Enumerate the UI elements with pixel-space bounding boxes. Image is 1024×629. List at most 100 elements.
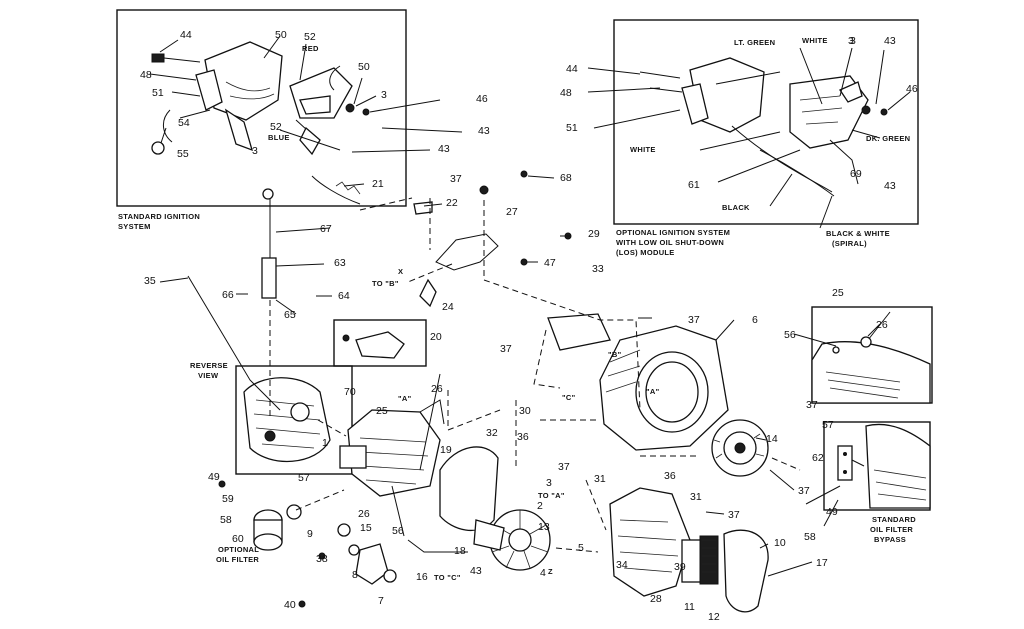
linkage-rods <box>187 170 572 553</box>
connector-to-c: TO "C" <box>434 573 461 582</box>
standard-ignition-frame <box>116 9 407 207</box>
callout-30: 30 <box>519 405 531 417</box>
callout-52: 52 <box>304 31 316 43</box>
callout-60: 60 <box>232 533 244 545</box>
callout-58: 58 <box>804 531 816 543</box>
detail-inset-parts <box>811 311 931 404</box>
callout-57: 57 <box>822 419 834 431</box>
callout-48: 48 <box>140 69 152 81</box>
wire-label-lt-green: LT. GREEN <box>734 38 775 47</box>
callout-31: 31 <box>594 473 606 485</box>
reverse-view-parts <box>243 377 331 463</box>
callout-24: 24 <box>442 301 454 313</box>
callout-25: 25 <box>832 287 844 299</box>
callout-32: 32 <box>486 427 498 439</box>
callout-34: 34 <box>616 559 628 571</box>
standard-ignition-parts <box>151 41 370 205</box>
callout-37: 37 <box>798 485 810 497</box>
callout-25: 25 <box>376 405 388 417</box>
callout-46: 46 <box>906 83 918 95</box>
callout-12: 12 <box>708 611 720 623</box>
callout-27: 27 <box>506 206 518 218</box>
callout-58: 58 <box>220 514 232 526</box>
callout-3: 3 <box>848 35 854 47</box>
callout-21: 21 <box>372 178 384 190</box>
wire-label-red: RED <box>302 44 319 53</box>
cylinder-housing <box>547 313 729 451</box>
callout-67: 67 <box>320 223 332 235</box>
callout-15: 15 <box>360 522 372 534</box>
callout-70: 70 <box>344 386 356 398</box>
callout-44: 44 <box>566 63 578 75</box>
callout-22: 22 <box>446 197 458 209</box>
connector-mark-c: "C" <box>562 393 576 402</box>
callout-11: 11 <box>684 601 695 613</box>
callout-3: 3 <box>252 145 258 157</box>
assembly-lines <box>269 197 801 553</box>
callout-26: 26 <box>876 319 888 331</box>
callout-1: 1 <box>322 437 328 449</box>
leader-lines <box>149 35 911 577</box>
callout-35: 35 <box>144 275 156 287</box>
callout-64: 64 <box>338 290 350 302</box>
caption-reverse-view-2: VIEW <box>198 371 219 380</box>
part-20 <box>342 331 405 359</box>
callout-33: 33 <box>592 263 604 275</box>
flywheel-fan <box>473 509 551 571</box>
callout-56: 56 <box>784 329 796 341</box>
connector-mark-b: "B" <box>608 350 622 359</box>
optional-ignition-frame <box>613 19 919 225</box>
carburetor-parts <box>298 523 397 608</box>
connector-mark-a2: "A" <box>646 387 660 396</box>
callout-50: 50 <box>275 29 287 41</box>
callout-36: 36 <box>517 431 529 443</box>
callout-10: 10 <box>774 537 786 549</box>
callout-40: 40 <box>284 599 296 611</box>
wire-label-black: BLACK <box>722 203 750 212</box>
callout-52: 52 <box>270 121 282 133</box>
callout-39: 39 <box>674 561 686 573</box>
reverse-view-frame <box>235 365 353 475</box>
callout-3: 3 <box>850 35 856 47</box>
blower-housing <box>439 446 499 531</box>
callout-37: 37 <box>450 173 462 185</box>
connector-to-b: TO "B" <box>372 279 399 288</box>
wire-label-white-left: WHITE <box>630 145 656 154</box>
callout-55: 55 <box>177 148 189 160</box>
caption-std-bypass-1: STANDARD <box>872 515 916 524</box>
callout-56: 56 <box>392 525 404 537</box>
callout-66: 66 <box>222 289 234 301</box>
callout-54: 54 <box>178 117 190 129</box>
caption-std-bypass-3: BYPASS <box>874 535 906 544</box>
wire-label-blue: BLUE <box>268 133 290 142</box>
callout-43: 43 <box>470 565 482 577</box>
callout-43: 43 <box>884 180 896 192</box>
callout-37: 37 <box>728 509 740 521</box>
caption-standard-ignition-1: STANDARD IGNITION <box>118 212 200 221</box>
callout-20: 20 <box>430 331 442 343</box>
connector-to-a: TO "A" <box>538 491 565 500</box>
caption-optional-ignition-3: (LOS) MODULE <box>616 248 675 257</box>
callout-7: 7 <box>378 595 384 607</box>
callout-43: 43 <box>478 125 490 137</box>
callout-43: 43 <box>438 143 450 155</box>
callout-4: 4 <box>540 567 546 579</box>
callout-61: 61 <box>688 179 700 191</box>
callout-68: 68 <box>560 172 572 184</box>
callout-36: 36 <box>664 470 676 482</box>
caption-reverse-view-1: REVERSE <box>190 361 228 370</box>
callout-16: 16 <box>416 571 428 583</box>
callout-50: 50 <box>358 61 370 73</box>
callout-69: 69 <box>850 168 862 180</box>
callout-44: 44 <box>180 29 192 41</box>
callout-9: 9 <box>307 528 313 540</box>
crankcase-block <box>339 399 445 497</box>
cam-gear <box>711 419 769 477</box>
callout-37: 37 <box>806 399 818 411</box>
callout-17: 17 <box>816 557 828 569</box>
callout-26: 26 <box>431 383 443 395</box>
caption-optional-ignition-1: OPTIONAL IGNITION SYSTEM <box>616 228 730 237</box>
callout-49: 49 <box>208 471 220 483</box>
